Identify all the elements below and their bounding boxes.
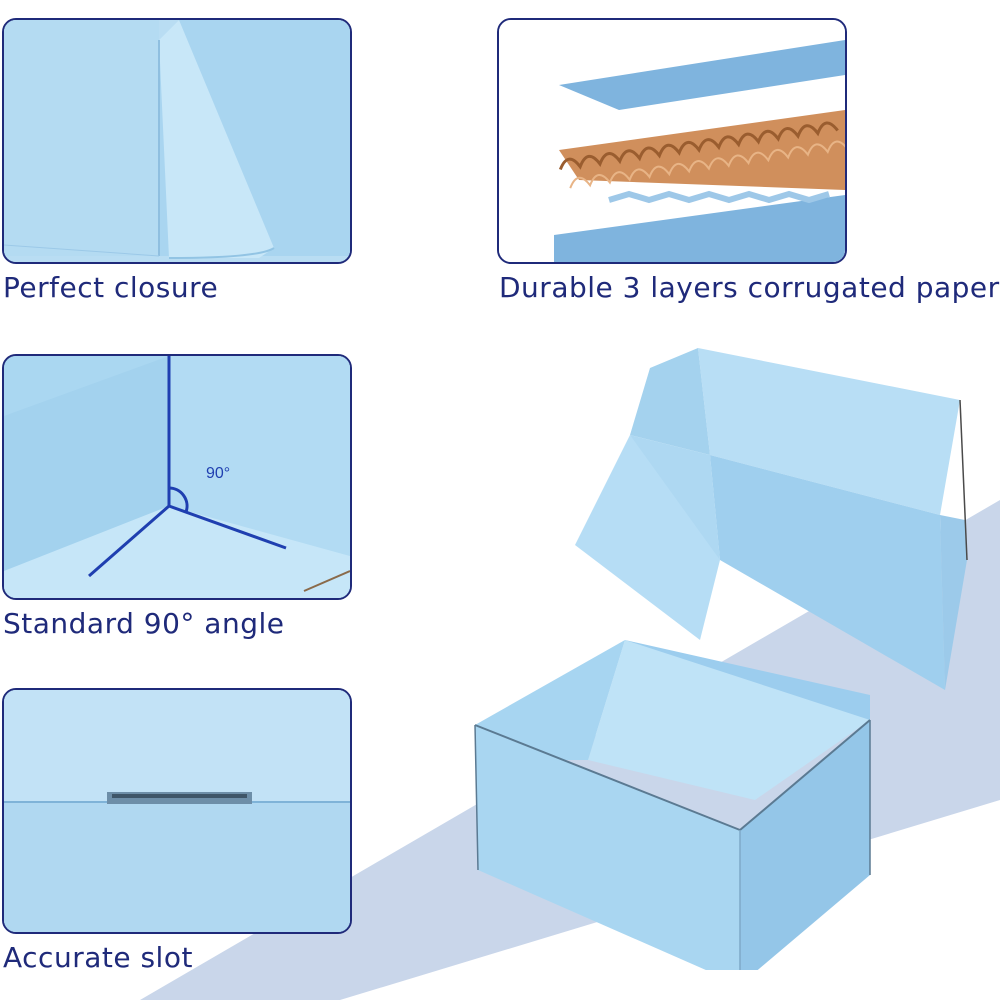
panel-accurate-slot — [2, 688, 352, 934]
open-mailer-box — [474, 348, 968, 970]
closure-illustration — [4, 20, 350, 262]
slot-illustration — [4, 690, 350, 932]
angle-label: 90° — [206, 465, 230, 482]
caption-corrugated-layers: Durable 3 layers corrugated paper — [499, 271, 1000, 304]
corrugated-layers-illustration — [499, 20, 845, 262]
caption-perfect-closure: Perfect closure — [3, 271, 219, 304]
panel-perfect-closure — [2, 18, 352, 264]
panel-standard-angle: 90° — [2, 354, 352, 600]
corrugated-flute — [558, 110, 845, 190]
angle-illustration: 90° — [4, 356, 350, 598]
caption-standard-angle: Standard 90° angle — [3, 607, 285, 640]
caption-accurate-slot: Accurate slot — [3, 941, 193, 974]
panel-corrugated-layers — [497, 18, 847, 264]
